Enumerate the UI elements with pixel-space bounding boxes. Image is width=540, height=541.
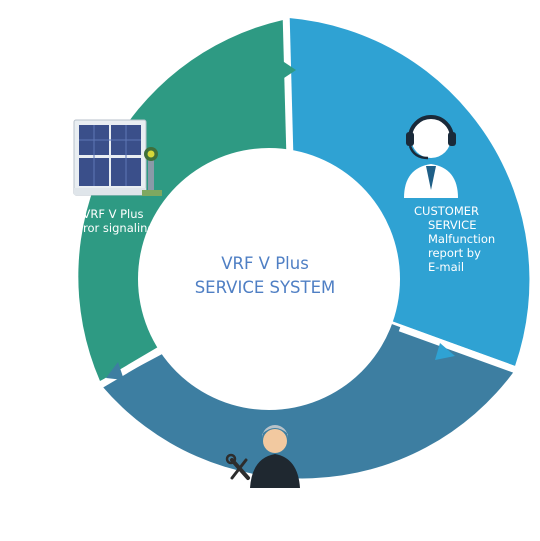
service-engineer-label: SERVICE ENGINEER Prompt repairs bbox=[210, 507, 340, 535]
center-title: VRF V Plus SERVICE SYSTEM bbox=[160, 252, 370, 300]
customer-label-line3: Malfunction bbox=[428, 232, 496, 246]
arrow-notch-right bbox=[435, 343, 455, 360]
vrf-outdoor-unit-icon bbox=[73, 119, 162, 196]
customer-service-label: CUSTOMER SERVICE Malfunction report by E… bbox=[414, 204, 524, 274]
separator-top bbox=[282, 9, 294, 161]
headset-operator-icon bbox=[404, 115, 458, 198]
center-title-line2: SERVICE SYSTEM bbox=[194, 278, 336, 297]
center-circle bbox=[138, 148, 400, 410]
customer-label-line1: CUSTOMER bbox=[414, 204, 480, 218]
customer-label-line2: SERVICE bbox=[428, 218, 477, 232]
engineer-label-line1: SERVICE ENGINEER bbox=[219, 507, 331, 521]
customer-label-line4: report by bbox=[428, 246, 481, 260]
separator-right bbox=[398, 324, 532, 379]
arrow-notch-top bbox=[281, 60, 296, 80]
customer-label-line5: E-mail bbox=[428, 260, 465, 274]
vrf-label-line1: VRF V Plus bbox=[82, 207, 144, 221]
vrf-label-line2: Error signaling bbox=[71, 221, 155, 235]
arrow-notch-left bbox=[106, 362, 124, 380]
separator-left bbox=[90, 340, 172, 394]
engineer-label-line2: Prompt repairs bbox=[232, 521, 318, 535]
vrf-label: VRF V Plus Error signaling bbox=[58, 207, 168, 235]
service-engineer-icon bbox=[225, 425, 300, 488]
center-title-line1: VRF V Plus bbox=[221, 254, 309, 273]
